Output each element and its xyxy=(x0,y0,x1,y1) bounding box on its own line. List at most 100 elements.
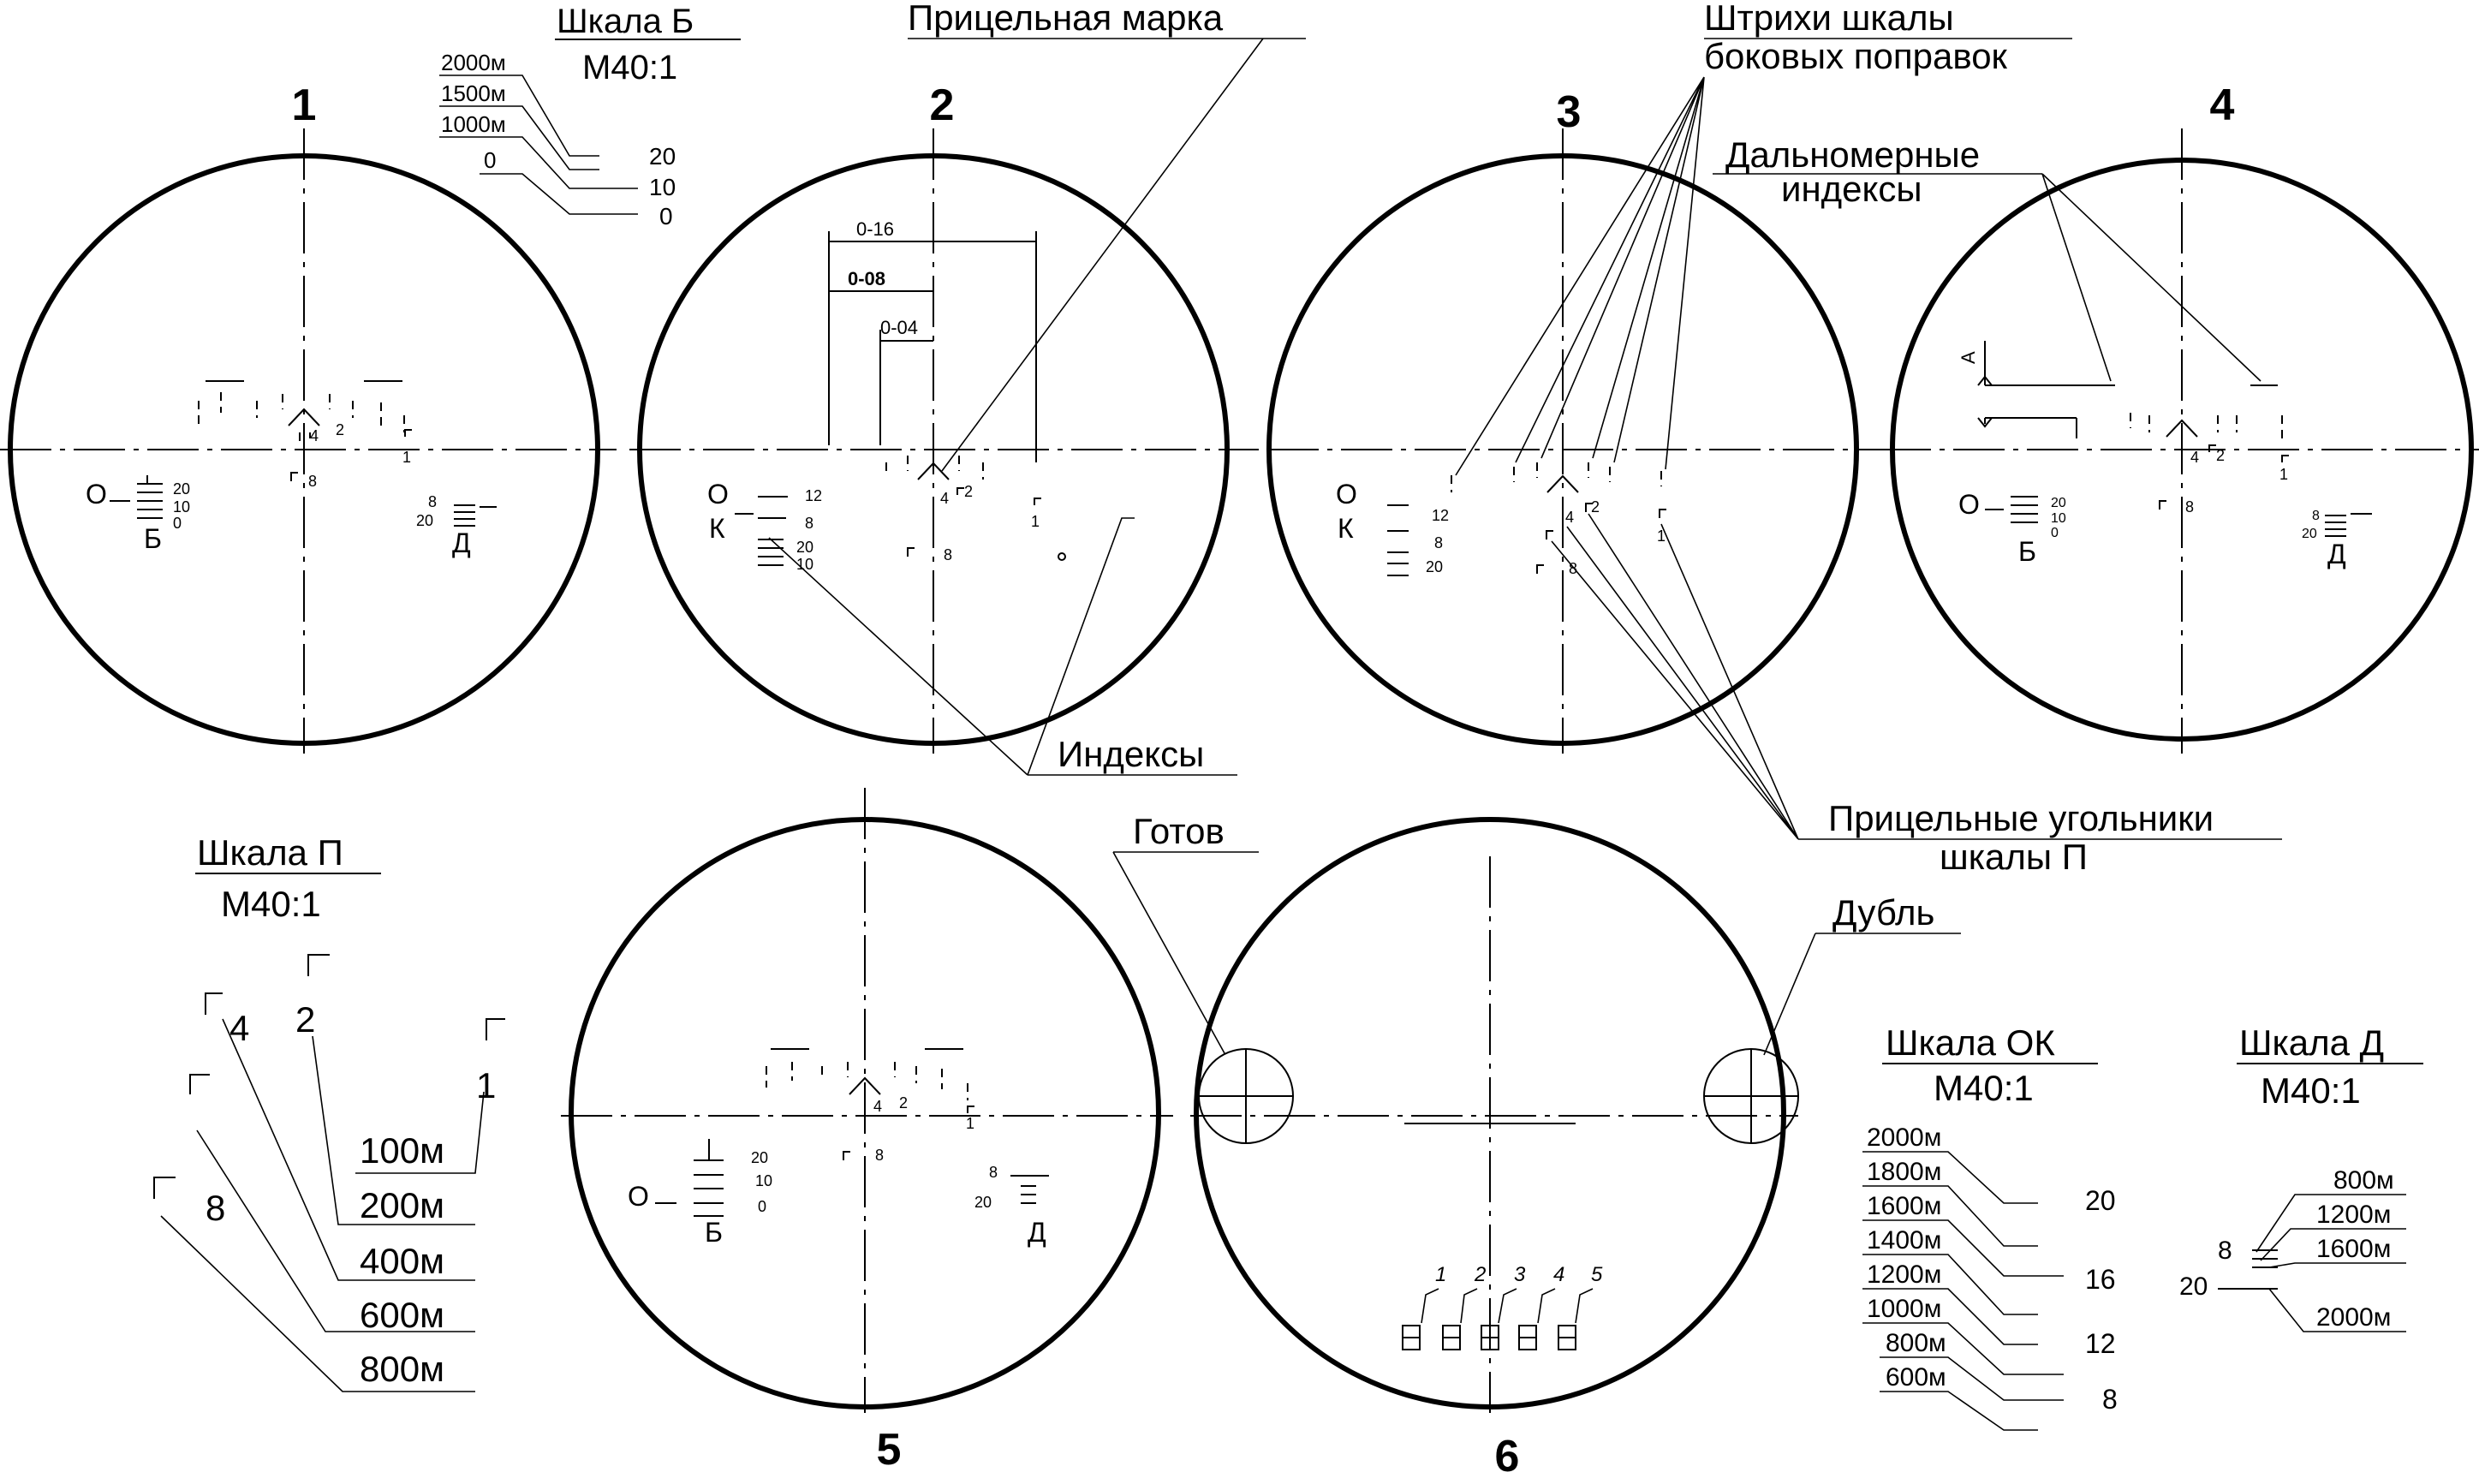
scale-d-ticks xyxy=(2325,513,2372,537)
scale-b-ticks xyxy=(655,1139,724,1217)
scale-ok-value: 20 xyxy=(1426,558,1443,575)
aiming-mark xyxy=(288,408,320,426)
scale-b-title: Шкала Б xyxy=(557,3,694,40)
scale-b-value: 10 xyxy=(173,498,190,516)
scale-d-value: 8 xyxy=(2312,509,2320,523)
angle-label-4: 4 xyxy=(1565,509,1574,526)
angle-label-1: 1 xyxy=(1657,527,1666,545)
reticle-4: 4 А 4 2 1 8 О 20 10 0 Б 8 20 Д xyxy=(1880,80,2479,754)
lateral-scale-ticks xyxy=(2130,413,2283,441)
scale-b-ticks xyxy=(1985,496,2038,523)
scale-p-range: 800м xyxy=(360,1349,444,1389)
scale-ok-value: 20 xyxy=(2085,1185,2116,1216)
dimension-extension-lines xyxy=(828,231,1037,462)
scale-ok-value: 8 xyxy=(805,515,813,532)
scale-p-mark: 8 xyxy=(206,1188,225,1228)
reticle-number: 3 xyxy=(1557,87,1582,137)
scale-ok-range: 1600м xyxy=(1867,1192,1941,1220)
angle-mark xyxy=(1536,530,1553,574)
scale-b-ticks xyxy=(110,475,163,519)
scale-d-title: Шкала Д xyxy=(2239,1022,2384,1063)
scale-b-leaders xyxy=(439,74,638,215)
angle-mark xyxy=(290,472,298,481)
scale-ok-value: 12 xyxy=(805,487,822,504)
dimension-label: 0-04 xyxy=(880,317,918,338)
scale-ok-value: 12 xyxy=(1432,507,1449,524)
angle-label-8: 8 xyxy=(1569,560,1577,577)
label-o: О xyxy=(1336,479,1357,510)
scale-ok-range: 1400м xyxy=(1867,1226,1941,1255)
scale-b-value: 10 xyxy=(755,1172,772,1189)
aiming-mark xyxy=(849,1076,881,1095)
angle-label-2: 2 xyxy=(899,1094,908,1112)
label-d: Д xyxy=(1028,1217,1046,1248)
scale-ok-range: 2000м xyxy=(1867,1123,1941,1152)
scale-d-value: 20 xyxy=(2179,1272,2208,1301)
scale-d-value: 8 xyxy=(989,1164,998,1181)
rangefinder-callout: индексы xyxy=(1781,169,1922,209)
angle-mark xyxy=(843,1151,850,1160)
scale-b-value: 20 xyxy=(2051,496,2066,510)
angle-mark xyxy=(404,429,412,437)
angle-mark xyxy=(1034,498,1041,505)
scale-d-value: 8 xyxy=(2218,1237,2232,1265)
digit-leader-lines xyxy=(1421,1288,1594,1324)
digit-indicators: 1 2 3 4 5 xyxy=(1402,1263,1603,1350)
scale-d-value: 20 xyxy=(416,512,433,529)
scale-b-value: 10 xyxy=(2051,511,2066,526)
angle-label-2: 2 xyxy=(1591,498,1600,516)
scale-ok-range: 800м xyxy=(1886,1329,1946,1357)
scale-p-legend: Шкала П М40:1 4 2 1 8 100м 200м 400м 600… xyxy=(153,832,505,1392)
scale-ok-range: 600м xyxy=(1886,1363,1946,1392)
angle-label-2: 2 xyxy=(2216,447,2225,464)
leader-line xyxy=(1112,851,1225,1054)
aiming-mark xyxy=(917,462,950,480)
scale-b-value: 20 xyxy=(173,480,190,498)
reticle-1: 1 4 2 1 8 О 20 10 0 Б 8 20 Д xyxy=(0,80,617,754)
angle-mark xyxy=(1585,503,1593,512)
reticle-2: 2 0-16 0-08 0-04 4 2 1 8 О К 12 8 20 10 xyxy=(629,80,1259,754)
angle-label-4: 4 xyxy=(2190,449,2199,466)
scale-d-ratio: М40:1 xyxy=(2261,1070,2361,1111)
label-a: А xyxy=(1958,351,1979,364)
scale-p-mark: 1 xyxy=(476,1065,496,1106)
scale-ok-value: 12 xyxy=(2085,1328,2116,1359)
reticle-number: 4 xyxy=(2210,80,2235,130)
leader-lines xyxy=(2041,173,2261,382)
scale-d-value: 20 xyxy=(2302,527,2317,541)
dimension-label: 0-16 xyxy=(856,218,894,240)
label-d: Д xyxy=(2327,539,2346,569)
scale-ok-value: 10 xyxy=(796,556,813,573)
reticle-number: 1 xyxy=(292,80,317,130)
aiming-mark xyxy=(1546,474,1579,493)
scale-b-range: 1000м xyxy=(441,111,506,137)
scale-p-range: 200м xyxy=(360,1185,444,1225)
scale-ok-leaders xyxy=(1862,1151,2064,1431)
angle-mark xyxy=(2159,500,2166,510)
scale-d-range: 1200м xyxy=(2316,1201,2391,1229)
scale-d-range: 800м xyxy=(2333,1166,2394,1195)
scale-d-leaders xyxy=(2256,1194,2406,1332)
angle-label-1: 1 xyxy=(402,449,411,466)
scale-p-title: Шкала П xyxy=(197,832,343,873)
scale-p-ratio: М40:1 xyxy=(221,884,321,924)
scale-p-angle-marks xyxy=(153,954,505,1199)
reticle-number: 2 xyxy=(930,80,955,130)
aiming-mark xyxy=(2166,419,2198,438)
angle-label-4: 4 xyxy=(873,1098,882,1115)
lateral-scale-ticks xyxy=(766,1062,968,1100)
angle-mark xyxy=(2208,444,2216,452)
scale-ok-value: 20 xyxy=(796,539,813,556)
scale-d-ticks xyxy=(1010,1175,1049,1204)
dimension-a-arrows xyxy=(1977,341,1993,428)
leader-lines xyxy=(1455,76,1705,476)
angle-label-8: 8 xyxy=(308,473,317,490)
label-k: К xyxy=(709,513,725,544)
scale-ok-range: 1800м xyxy=(1867,1158,1941,1186)
scale-d-value: 8 xyxy=(428,493,437,510)
lateral-lines-callout: Штрихи шкалы xyxy=(1704,0,1954,38)
scale-p-range: 600м xyxy=(360,1295,444,1335)
angle-label-8: 8 xyxy=(875,1147,884,1164)
scale-p-mark: 4 xyxy=(229,1008,249,1048)
